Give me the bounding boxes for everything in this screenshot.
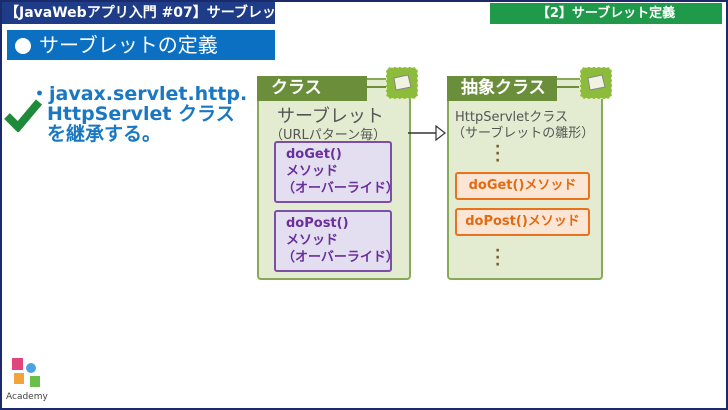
- method-label: メソッド: [286, 164, 339, 179]
- method-name: doPost(): [286, 216, 349, 231]
- abstract-class-title: HttpServletクラス: [455, 110, 568, 125]
- section-banner: 【2】サーブレット定義: [490, 3, 722, 24]
- circle-icon: [15, 38, 31, 54]
- header-title: 【JavaWebアプリ入門 #07】サーブレット: [2, 2, 290, 24]
- method-note: （オーバーライド）: [282, 181, 399, 196]
- checkmark-icon: [4, 99, 42, 132]
- bcop-academy-logo: Academy: [6, 356, 50, 406]
- method-box: doGet()メソッド: [455, 172, 590, 200]
- ellipsis-icon: ···: [495, 139, 501, 169]
- bullet-line: を継承する。: [47, 123, 162, 145]
- abstract-class-tab: 抽象クラス: [447, 76, 557, 101]
- divider: [557, 86, 579, 88]
- scroll-icon: [580, 67, 612, 99]
- class-tab: クラス: [257, 76, 367, 101]
- bullet-text: ・javax.servlet.http. HttpServlet クラス を継承…: [30, 84, 247, 144]
- method-note: （オーバーライド）: [282, 250, 399, 265]
- method-name: doGet(): [286, 147, 342, 162]
- ellipsis-icon: ···: [495, 243, 501, 273]
- inheritance-arrow-icon: [408, 125, 446, 141]
- divider: [367, 86, 389, 88]
- subtitle-text: サーブレットの定義: [39, 33, 218, 57]
- logo-text: Academy: [6, 392, 48, 402]
- subtitle-bar: サーブレットの定義: [7, 30, 275, 60]
- bullet-line: HttpServlet クラス: [47, 103, 235, 125]
- method-box: doGet() メソッド （オーバーライド）: [274, 141, 399, 203]
- class-title: サーブレット: [277, 106, 384, 127]
- method-label: メソッド: [286, 233, 339, 248]
- bullet-line: ・javax.servlet.http.: [30, 83, 248, 105]
- class-subtitle: （URLパターン毎）: [270, 128, 387, 143]
- method-box: doPost()メソッド: [455, 208, 590, 236]
- method-box: doPost() メソッド （オーバーライド）: [274, 210, 399, 272]
- scroll-icon: [386, 67, 418, 99]
- abstract-class-subtitle: （サーブレットの雛形）: [452, 126, 595, 141]
